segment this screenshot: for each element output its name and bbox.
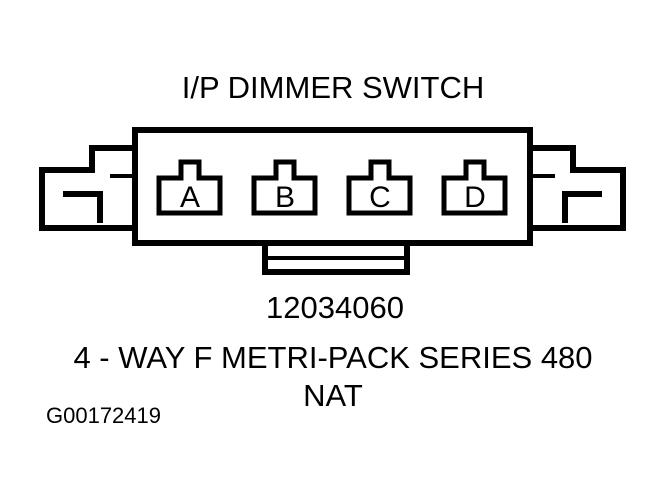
left-latch-inner xyxy=(63,191,103,223)
part-number: 12034060 xyxy=(266,290,404,325)
pin-label-c: C xyxy=(369,181,391,214)
diagram-title: I/P DIMMER SWITCH xyxy=(181,70,485,105)
left-latch xyxy=(39,145,138,231)
right-latch xyxy=(527,145,626,231)
pin-cavity-d xyxy=(441,159,508,216)
pin-cavity-b xyxy=(251,159,318,216)
connector-description: 4 - WAY F METRI-PACK SERIES 480 xyxy=(73,340,593,375)
pin-cavity-a xyxy=(156,159,223,216)
pin-label-b: B xyxy=(275,181,295,214)
pin-label-a: A xyxy=(180,181,200,214)
figure-id: G00172419 xyxy=(46,403,161,428)
pin-cavity-c xyxy=(346,159,413,216)
right-latch-inner xyxy=(562,191,602,223)
connector-body xyxy=(132,127,533,246)
pin-label-d: D xyxy=(464,181,486,214)
color-code: NAT xyxy=(303,378,363,413)
